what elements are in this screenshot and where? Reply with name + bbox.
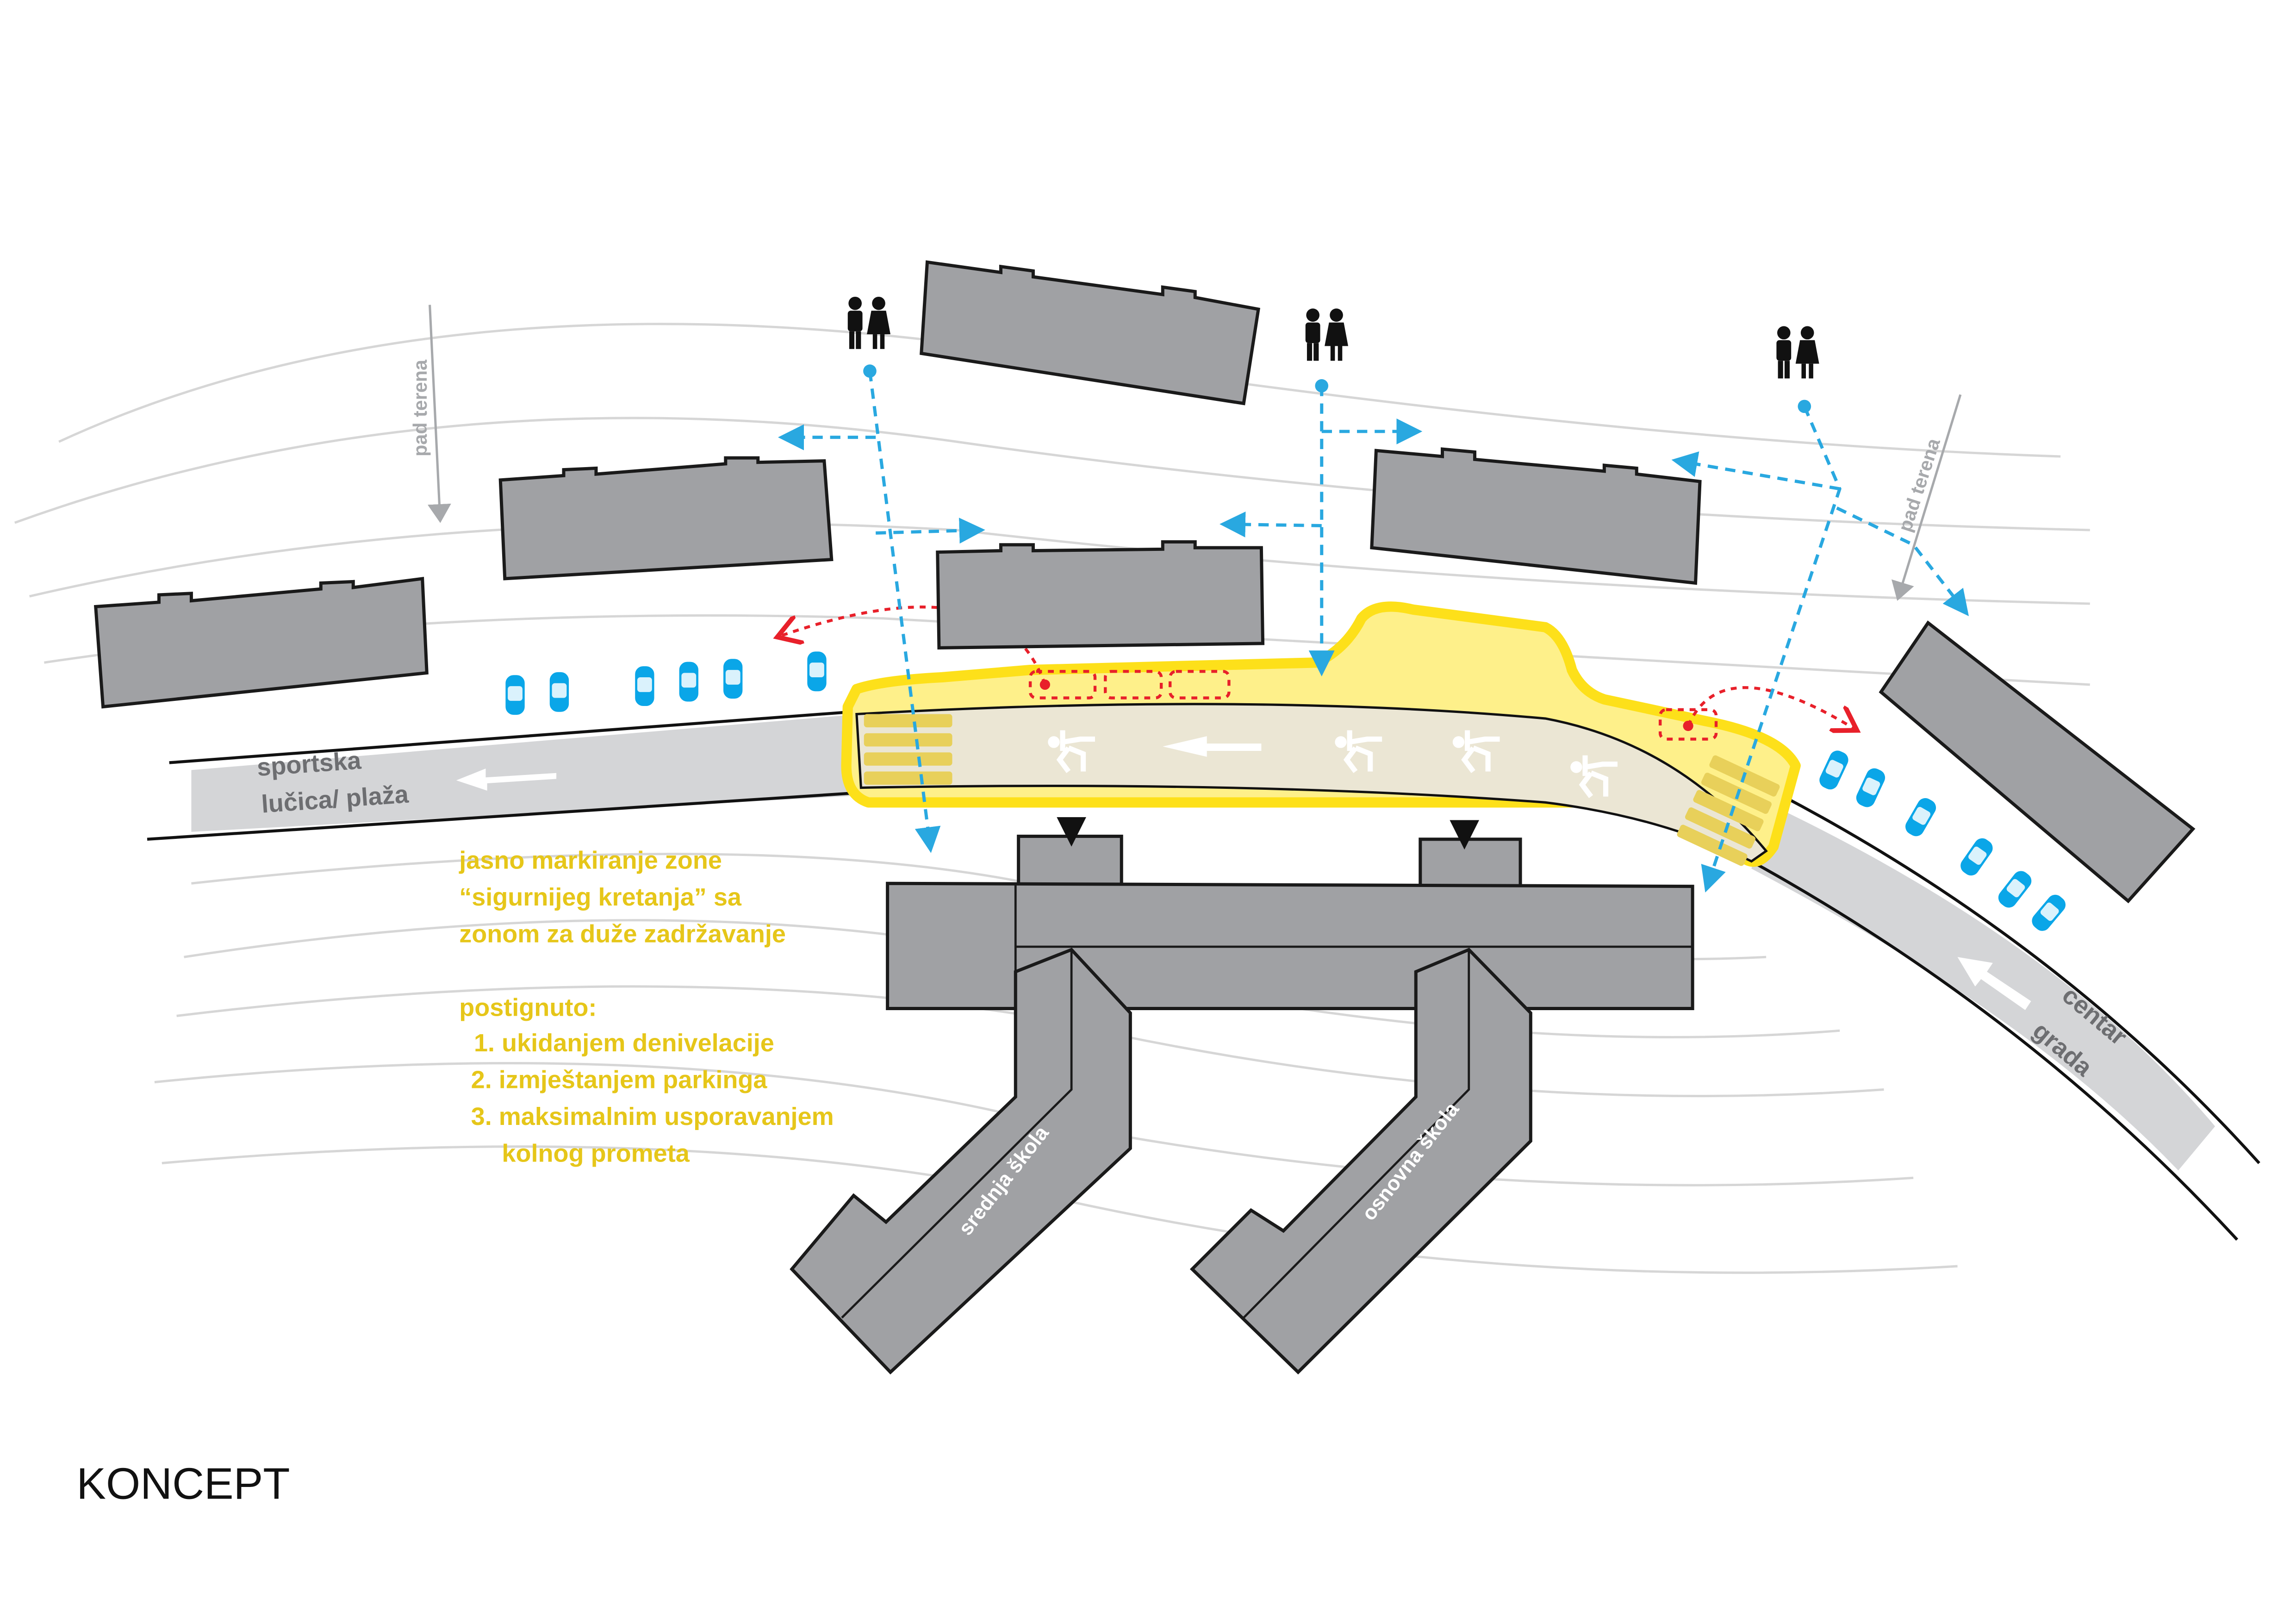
arrow-icon [1163, 736, 1262, 757]
concept-notes: jasno markiranje zone “sigurnijeg kretan… [459, 846, 834, 1167]
car-icon [634, 664, 656, 708]
car-icon [806, 650, 828, 693]
car-icon [504, 674, 526, 717]
car-icon [2027, 889, 2071, 936]
car-icon [1955, 833, 1998, 881]
note-achieved-label: postignuto: [459, 993, 597, 1021]
safe-movement-zone [841, 601, 1801, 867]
car-icon [678, 660, 700, 703]
pedestrian-couple-icon [1776, 326, 1819, 379]
note-heading-line: jasno markiranje zone [459, 846, 722, 874]
entrance-triangle-icon [1057, 817, 1086, 847]
note-heading-line: “sigurnijeg kretanja” sa [459, 883, 742, 911]
pedestrian-couple-icon [847, 296, 890, 349]
car-icon [1993, 866, 2037, 913]
car-icon [1900, 793, 1941, 841]
pedestrian-routes [778, 296, 1969, 893]
note-heading-line: zonom za duže zadržavanje [459, 920, 786, 948]
note-item: 2. izmještanjem parkinga [471, 1066, 768, 1093]
road [147, 709, 2260, 1241]
page-title: KONCEPT [76, 1460, 290, 1509]
car-icon [1815, 746, 1853, 794]
crosswalk-left [864, 714, 952, 785]
slope-indicator-right: pad terena [1891, 394, 1962, 601]
note-item: 1. ukidanjem denivelacije [474, 1029, 774, 1057]
school-complex: srednja škola osnovna škola [790, 817, 1694, 1374]
slope-label-left: pad terena [410, 359, 431, 456]
slope-indicator-left: pad terena [410, 305, 451, 523]
buildings [93, 260, 2196, 904]
note-item: 3. maksimalnim usporavanjem [471, 1103, 834, 1131]
arrow-icon [1957, 957, 2031, 1010]
note-item-continuation: kolnog prometa [502, 1139, 690, 1167]
car-icon [1852, 764, 1890, 812]
entrance-triangle-icon [1450, 820, 1480, 850]
car-icon [548, 670, 571, 713]
car-icon [722, 657, 744, 700]
parking-relocation-arrow [1686, 686, 1854, 729]
seating-spots [1028, 670, 1718, 741]
pedestrian-couple-icon [1305, 308, 1348, 361]
arrow-icon [456, 768, 557, 791]
